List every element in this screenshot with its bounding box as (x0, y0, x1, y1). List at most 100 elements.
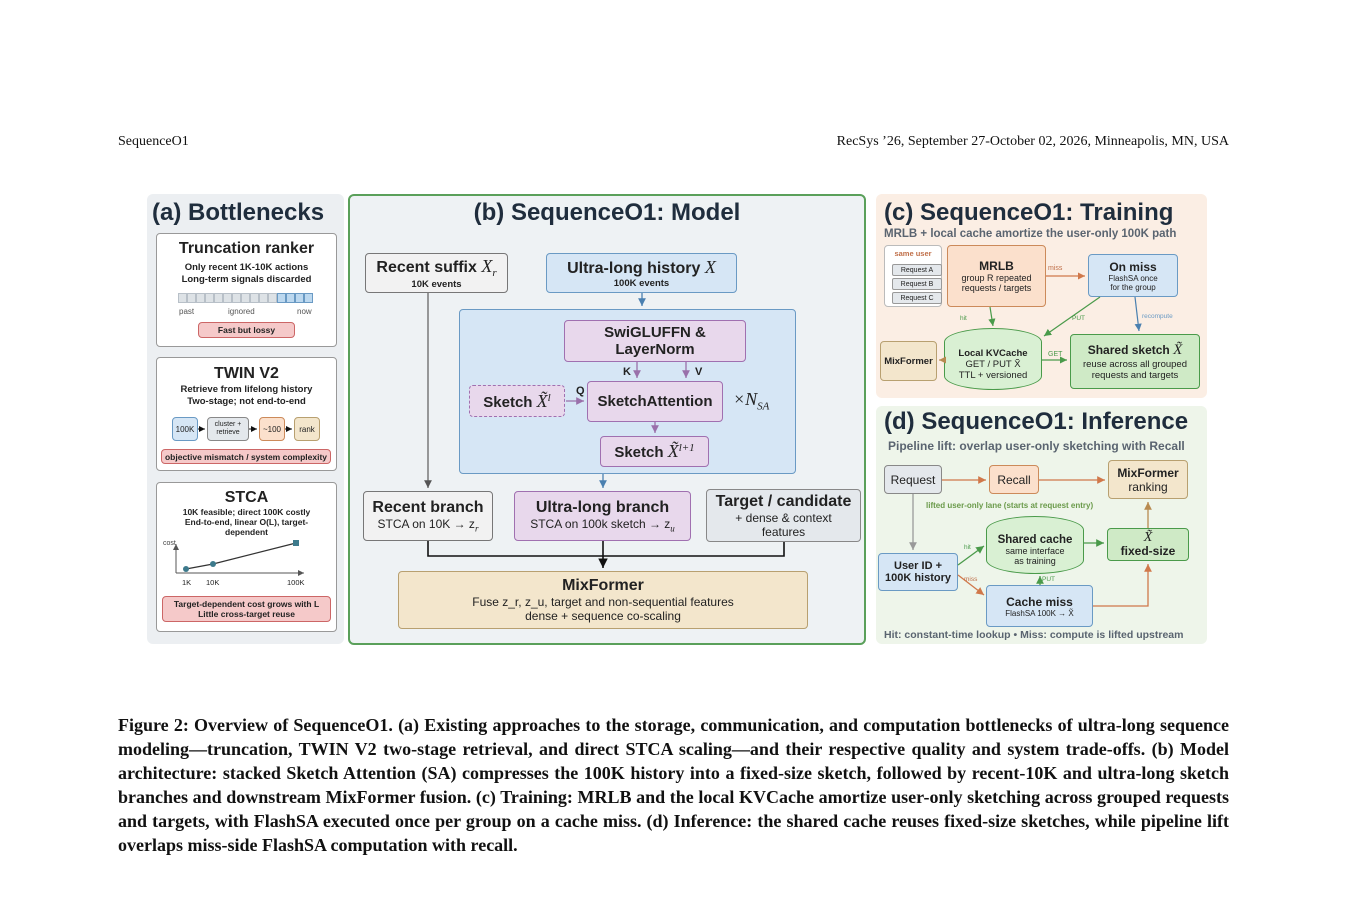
recent-branch-sub: STCA on 10K → z (377, 516, 475, 531)
sketch-in-label: Sketch (483, 393, 533, 411)
token-cell (232, 293, 241, 303)
shared-sketch-box: Shared sketch X̃ reuse across all groupe… (1070, 334, 1200, 389)
mixformer-d-sub: ranking (1128, 479, 1168, 494)
kvcache-title: Local KVCache (958, 347, 1028, 359)
recent-suffix-events: 10K events (411, 279, 462, 291)
user-id-l1: User ID + (894, 560, 942, 572)
request-c: Request C (892, 292, 942, 304)
hit-label-d: hit (964, 544, 971, 551)
shared-sketch-sub-1: reuse across all grouped (1082, 359, 1188, 370)
ultra-branch-title: Ultra-long branch (535, 498, 670, 516)
ultra-branch-sub: STCA on 100k sketch → z (530, 516, 671, 531)
label-now: now (297, 307, 312, 316)
token-cell (223, 293, 232, 303)
token-cell (205, 293, 214, 303)
n-sa-text: ×N (733, 389, 758, 409)
request-b: Request B (892, 278, 942, 290)
target-box: Target / candidate + dense & context fea… (706, 489, 861, 542)
n-sa-sub: SA (757, 400, 770, 413)
ultra-history-box: Ultra-long history X 100K events (546, 253, 737, 293)
stca-desc-3: dependent (225, 527, 268, 537)
mrlb-box: MRLB group R repeated requests / targets (947, 245, 1046, 307)
recent-suffix-label: Recent suffix (376, 258, 477, 276)
on-miss-title: On miss (1109, 259, 1157, 274)
figure-caption: Figure 2: Overview of SequenceO1. (a) Ex… (118, 715, 1229, 855)
on-miss-box: On miss FlashSA once for the group (1088, 254, 1178, 297)
twin-step-cluster: cluster + retrieve (207, 417, 249, 441)
stca-title: STCA (224, 489, 269, 506)
token-cell (187, 293, 196, 303)
get-label: GET (1048, 351, 1063, 358)
running-header-right: RecSys ’26, September 27-October 02, 202… (836, 134, 1229, 149)
miss-label-c: miss (1048, 265, 1063, 272)
target-title: Target / candidate (715, 492, 852, 510)
token-cell (250, 293, 259, 303)
mrlb-sub-1: group R repeated (961, 273, 1032, 283)
stca-badge-1: Target-dependent cost grows with L (173, 599, 320, 609)
label-past: past (179, 307, 195, 316)
stca-badge: Target-dependent cost grows with L Littl… (162, 596, 331, 622)
token-cell (178, 293, 187, 303)
twin-badge: objective mismatch / system complexity (161, 449, 331, 464)
lifted-lane-label: lifted user-only lane (starts at request… (926, 501, 1094, 510)
swiglu-l1: SwiGLUFFN & (604, 324, 706, 341)
sketch-in-sup: l (547, 391, 551, 404)
truncation-desc-1: Only recent 1K-10K actions (184, 262, 309, 273)
token-cell (277, 293, 286, 303)
sketch-attention-box: SketchAttention (587, 381, 723, 422)
recent-branch-zsub: r (474, 523, 479, 534)
shared-sketch-sub-2: requests and targets (1091, 370, 1179, 381)
on-miss-sub-1: FlashSA once (1108, 273, 1158, 283)
put-label-c: PUT (1072, 315, 1085, 322)
twin-step-cluster-l2: retrieve (216, 429, 240, 436)
label-ignored: ignored (228, 307, 255, 316)
shared-cache-title: Shared cache (997, 534, 1073, 546)
truncation-desc-2: Long-term signals discarded (181, 274, 312, 285)
put-label-d: PUT (1042, 576, 1055, 583)
twin-desc-2: Two-stage; not end-to-end (187, 396, 306, 407)
mixformer-box: MixFormer Fuse z_r, z_u, target and non-… (398, 571, 808, 629)
mrlb-sub-2: requests / targets (961, 283, 1032, 293)
recent-suffix-var: X (481, 255, 493, 276)
label-v: V (695, 366, 703, 378)
target-sub-2: features (761, 524, 806, 539)
panel-c-title: (c) SequenceO1: Training (884, 199, 1174, 226)
ultra-history-events: 100K events (613, 278, 670, 289)
shared-cache-sub-2: as training (1014, 556, 1056, 566)
truncation-title: Truncation ranker (178, 240, 315, 257)
running-header-left: SequenceO1 (118, 134, 189, 149)
twin-desc-1: Retrieve from lifelong history (180, 384, 313, 395)
token-cell (259, 293, 268, 303)
mixformer-d-box: MixFormer ranking (1108, 460, 1188, 499)
swiglu-box: SwiGLUFFN & LayerNorm (564, 320, 746, 362)
ultra-history-var: X (704, 257, 716, 277)
user-id-box: User ID + 100K history (878, 553, 958, 591)
miss-label-d: miss (964, 576, 978, 583)
sketch-out-sup: l+1 (678, 442, 695, 454)
twin-step-100: ~100 (259, 417, 285, 441)
fixed-size-var: X̃ (1143, 530, 1153, 545)
panel-b-title: (b) SequenceO1: Model (473, 199, 741, 226)
kvcache-cylinder: Local KVCache GET / PUT X̃ TTL + version… (944, 328, 1042, 390)
twin-step-rank: rank (294, 417, 320, 441)
recent-suffix-sub: r (492, 267, 497, 280)
truncation-badge: Fast but lossy (198, 322, 295, 338)
kvcache-sub-2: TTL + versioned (958, 369, 1028, 381)
recent-suffix-box: Recent suffix Xr 10K events (365, 253, 508, 293)
target-sub-1: + dense & context (735, 510, 832, 525)
token-cell (214, 293, 223, 303)
shared-cache-sub-1: same interface (1005, 546, 1065, 556)
mixformer-c-box: MixFormer (880, 341, 937, 381)
n-sa-label: ×NSA (733, 389, 769, 413)
mrlb-title: MRLB (979, 259, 1014, 273)
recall-box: Recall (989, 465, 1039, 494)
fixed-size-box: X̃ fixed-size (1107, 528, 1189, 561)
on-miss-sub-2: for the group (1110, 282, 1156, 292)
recompute-label: recompute (1142, 313, 1173, 320)
mixformer-sub-2: dense + sequence co-scaling (525, 609, 681, 623)
recent-branch-title: Recent branch (372, 498, 484, 516)
cache-miss-sub: FlashSA 100K → X̃ (1005, 608, 1074, 618)
ultra-branch-zsub: u (670, 523, 675, 534)
shared-sketch-title: Shared sketch (1087, 343, 1170, 357)
token-strip (178, 293, 318, 303)
